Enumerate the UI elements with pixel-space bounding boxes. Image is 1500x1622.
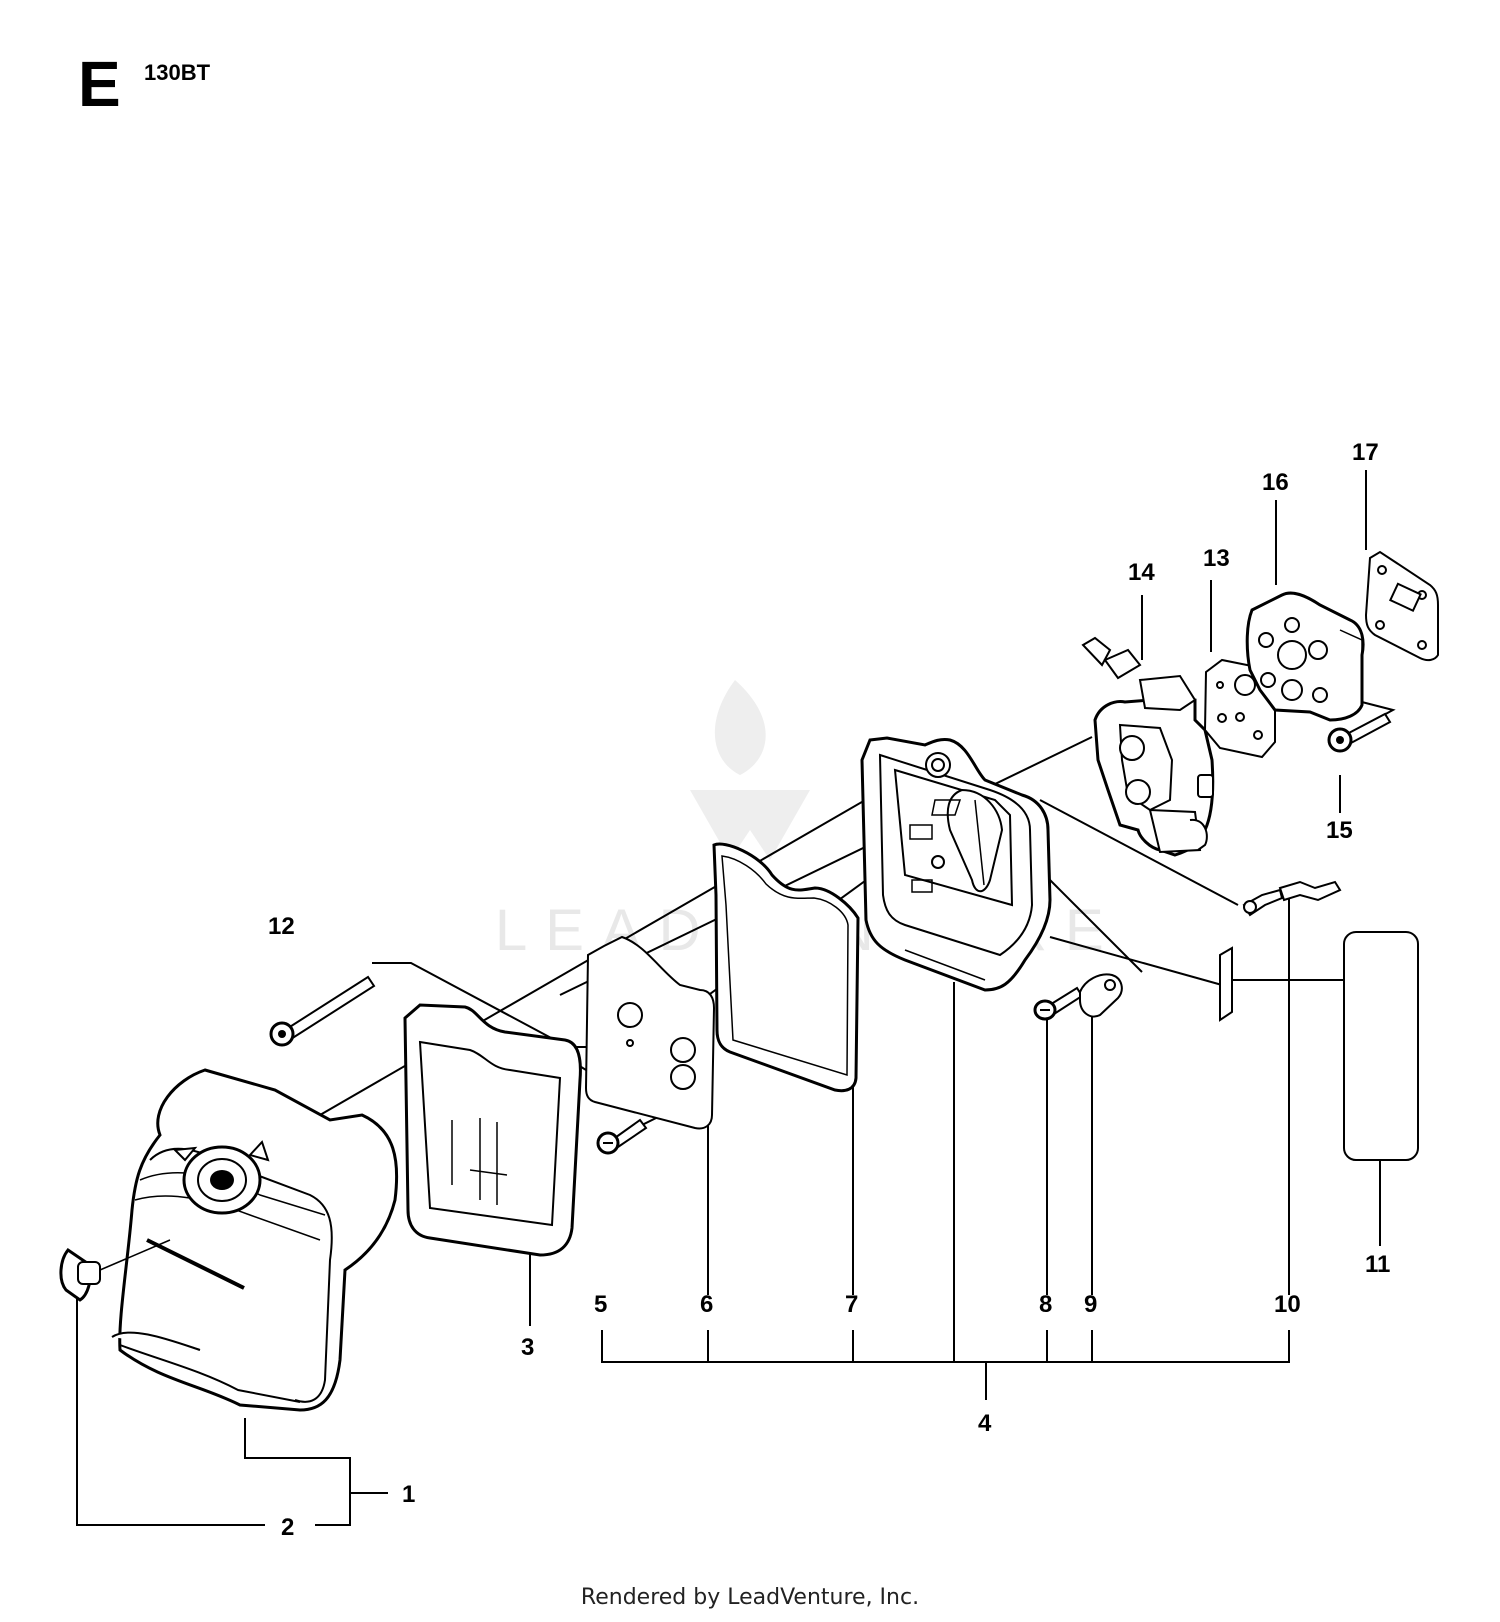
part-carburetor bbox=[1081, 636, 1215, 857]
part-carb-screw bbox=[1327, 712, 1392, 753]
callout-4: 4 bbox=[978, 1410, 992, 1437]
callout-9: 9 bbox=[1084, 1291, 1097, 1318]
callout-12: 12 bbox=[268, 913, 295, 940]
callout-2: 2 bbox=[281, 1514, 294, 1541]
part-label-decal bbox=[1343, 931, 1419, 1161]
callout-11: 11 bbox=[1365, 1251, 1390, 1278]
callout-14: 14 bbox=[1128, 559, 1155, 586]
footer-credit: Rendered by LeadVenture, Inc. bbox=[580, 1585, 920, 1610]
callout-labels: 1 2 3 4 5 6 7 8 9 10 11 12 13 14 15 16 1… bbox=[268, 439, 1390, 1541]
callout-13: 13 bbox=[1203, 545, 1230, 572]
part-air-filter-cover bbox=[111, 1068, 399, 1412]
callout-7: 7 bbox=[845, 1291, 858, 1318]
callout-1: 1 bbox=[402, 1481, 415, 1508]
part-gasket-plate bbox=[584, 935, 716, 1130]
part-long-screw bbox=[269, 975, 376, 1047]
callout-16: 16 bbox=[1262, 469, 1289, 496]
part-small-screw bbox=[596, 1118, 648, 1155]
section-letter: E bbox=[78, 48, 121, 120]
callout-5: 5 bbox=[594, 1291, 607, 1318]
callout-17: 17 bbox=[1352, 439, 1379, 466]
callout-6: 6 bbox=[700, 1291, 713, 1318]
part-pump-cover bbox=[1245, 591, 1365, 722]
part-choke-link bbox=[1242, 880, 1342, 917]
part-air-filter-housing bbox=[860, 736, 1052, 992]
part-housing-screw bbox=[1033, 986, 1084, 1021]
part-air-filter bbox=[403, 1003, 582, 1257]
part-bracket-plate bbox=[1079, 973, 1123, 1018]
callout-8: 8 bbox=[1039, 1291, 1052, 1318]
model-number: 130BT bbox=[144, 60, 211, 85]
part-knob bbox=[59, 1239, 171, 1302]
callout-10: 10 bbox=[1274, 1291, 1301, 1318]
part-end-gasket bbox=[1364, 550, 1439, 662]
part-seal-ring bbox=[712, 842, 860, 1093]
callout-3: 3 bbox=[521, 1334, 534, 1361]
part-decal-tab bbox=[1219, 946, 1233, 1022]
callout-15: 15 bbox=[1326, 817, 1353, 844]
